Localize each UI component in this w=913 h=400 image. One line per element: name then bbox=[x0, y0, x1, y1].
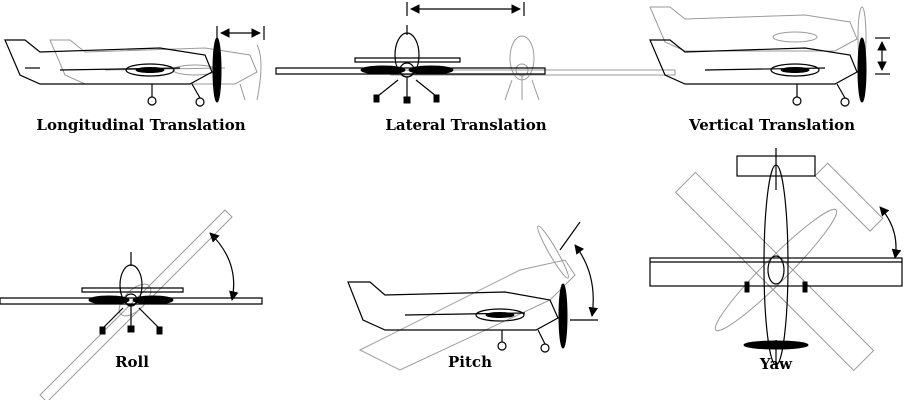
label-roll: Roll bbox=[115, 353, 149, 371]
ghost-airplane-rolled bbox=[39, 209, 233, 400]
airplane-side bbox=[4, 37, 222, 107]
pitch-reference-line bbox=[559, 221, 581, 251]
vertical-panel bbox=[649, 6, 890, 107]
label-vertical-translation: Vertical Translation bbox=[688, 116, 856, 134]
airplane-front-roll bbox=[0, 252, 263, 335]
label-lateral-translation: Lateral Translation bbox=[385, 116, 547, 134]
ghost-airplane-side-up bbox=[649, 6, 867, 68]
yaw-panel bbox=[649, 148, 903, 372]
airplane-top-view bbox=[649, 148, 903, 366]
label-longitudinal-translation: Longitudinal Translation bbox=[36, 116, 246, 134]
lateral-panel bbox=[275, 2, 676, 104]
roll-panel bbox=[0, 209, 263, 400]
airplane-side-vertical bbox=[649, 37, 867, 107]
airplane-front bbox=[275, 25, 546, 104]
label-pitch: Pitch bbox=[448, 353, 492, 371]
airplane-side-pitch bbox=[347, 281, 568, 353]
label-yaw: Yaw bbox=[759, 355, 793, 373]
ghost-airplane-pitched bbox=[358, 225, 576, 371]
longitudinal-panel bbox=[4, 26, 265, 107]
pitch-arrow bbox=[574, 244, 598, 317]
roll-arrow bbox=[209, 232, 239, 301]
ghost-airplane-side bbox=[49, 39, 262, 101]
pitch-panel bbox=[347, 221, 598, 371]
yaw-arrow bbox=[879, 206, 902, 259]
